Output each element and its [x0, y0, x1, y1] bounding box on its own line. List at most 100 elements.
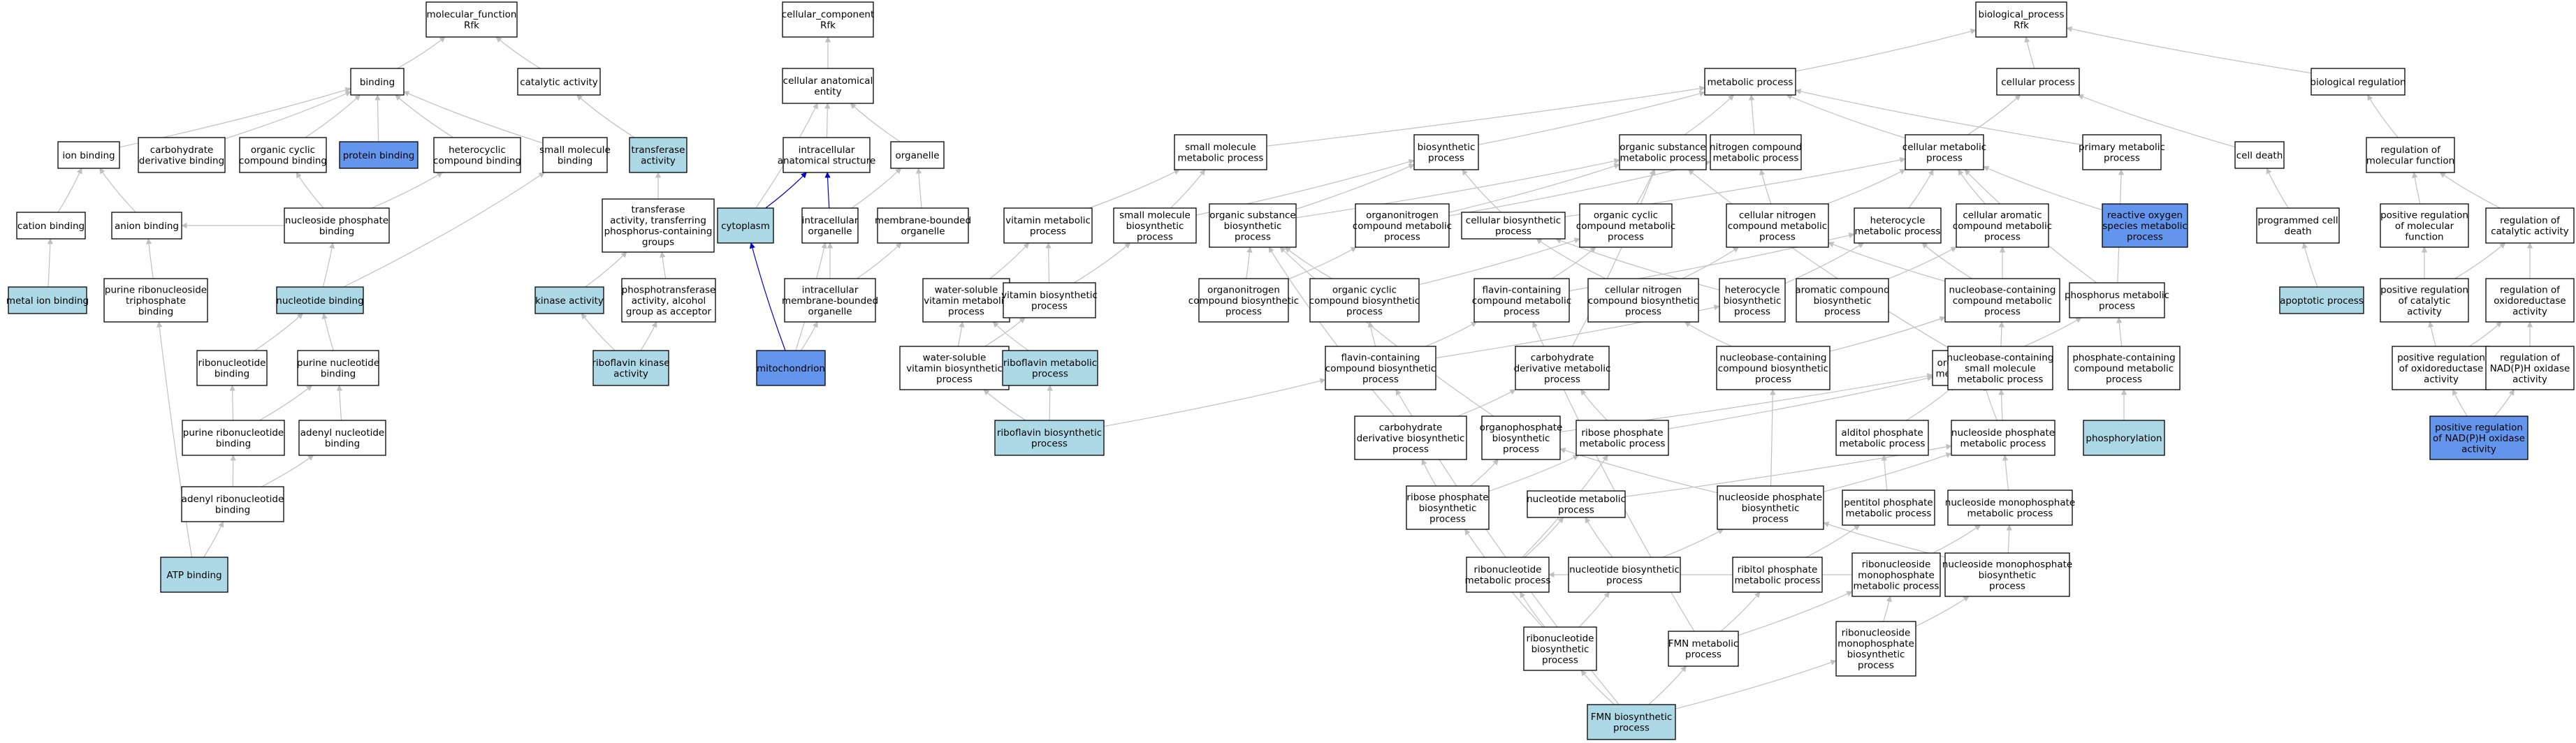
term-node-cellproc[interactable]: cellular process [1996, 68, 2080, 96]
term-node-cationb[interactable]: cation binding [16, 212, 86, 240]
term-node-phosphorylation[interactable]: phosphorylation [2083, 420, 2165, 456]
term-node-celldeath[interactable]: cell death [2234, 141, 2285, 169]
term-node-nmpbp[interactable]: nucleoside monophosphatebiosyntheticproc… [1942, 552, 2072, 597]
term-node-kinase[interactable]: kinase activity [534, 286, 604, 314]
term-node-bioreg[interactable]: biological regulation [2310, 68, 2406, 96]
term-node-atpb[interactable]: ATP binding [160, 557, 228, 593]
term-node-metproc[interactable]: metabolic process [1704, 68, 1796, 96]
term-node-apoptotic[interactable]: apoptotic process [2279, 286, 2364, 314]
term-node-cytoplasm[interactable]: cytoplasm [717, 207, 774, 244]
term-node-nucb[interactable]: nucleotide binding [276, 286, 364, 314]
term-node-rnmpbp[interactable]: ribonucleosidemonophosphatebiosyntheticp… [1835, 621, 1916, 677]
term-node-catalytic[interactable]: catalytic activity [517, 68, 601, 96]
term-node-mito[interactable]: mitochondrion [756, 350, 826, 386]
term-node-metionb[interactable]: metal ion binding [6, 286, 89, 314]
term-node-protb[interactable]: protein binding [339, 141, 419, 169]
term-node-anionb[interactable]: anion binding [111, 212, 182, 240]
term-node-ionb[interactable]: ion binding [57, 141, 120, 169]
term-node-binding[interactable]: binding [350, 68, 405, 96]
